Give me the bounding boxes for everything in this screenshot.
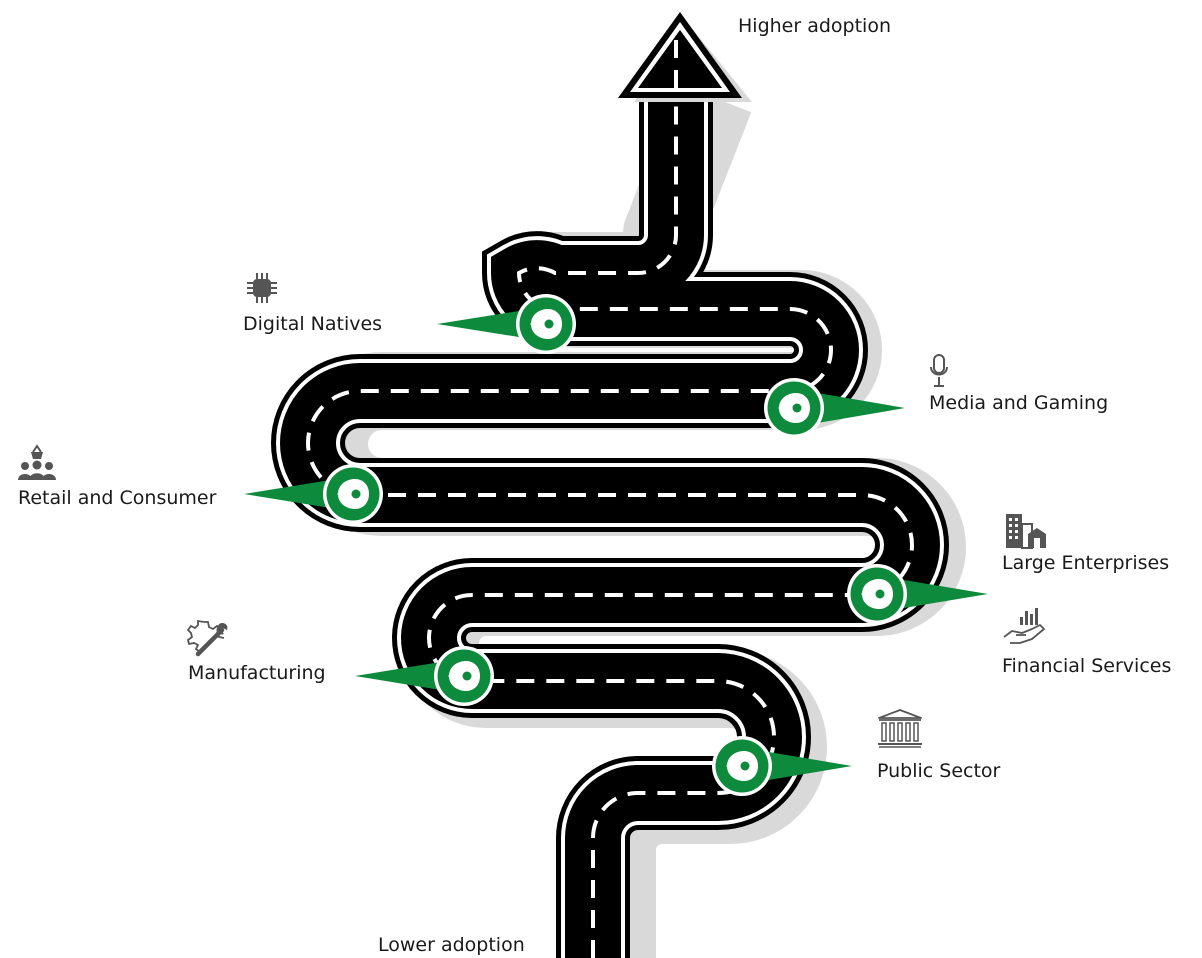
label-manufacturing: Manufacturing	[188, 662, 326, 684]
buildings-icon	[1006, 514, 1046, 549]
pin-digital-natives	[516, 294, 576, 354]
government-building-icon	[878, 709, 922, 748]
pointer-large-enterprises	[880, 576, 988, 612]
road-arrow-head	[618, 12, 752, 102]
pointer-public-sector	[745, 748, 852, 784]
label-media-gaming: Media and Gaming	[929, 392, 1109, 414]
pin-manufacturing	[434, 646, 494, 706]
pin-large-enterprises	[847, 564, 907, 624]
label-digital-natives: Digital Natives	[243, 313, 383, 335]
gear-wrench-icon	[186, 619, 228, 657]
shopping-people-icon	[18, 444, 56, 480]
label-retail-consumer: Retail and Consumer	[18, 487, 217, 509]
label-higher-adoption: Higher adoption	[738, 15, 891, 37]
label-financial-services: Financial Services	[1002, 655, 1172, 677]
label-large-enterprises: Large Enterprises	[1002, 552, 1170, 574]
label-lower-adoption: Lower adoption	[378, 934, 525, 956]
microphone-icon	[930, 354, 948, 387]
pin-public-sector	[712, 736, 772, 796]
pin-media-gaming	[764, 378, 824, 438]
label-public-sector: Public Sector	[877, 760, 1001, 782]
chip-icon	[247, 273, 277, 303]
hand-chart-icon	[1003, 608, 1045, 644]
pin-retail-consumer	[323, 464, 383, 524]
pointer-media-gaming	[800, 390, 905, 426]
